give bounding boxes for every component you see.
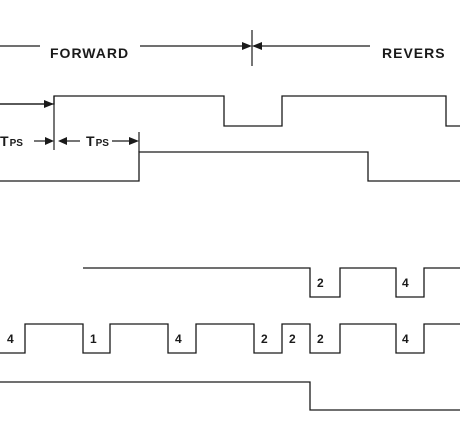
tps-label-1: TPS: [0, 133, 23, 149]
step-label-c-2: 1: [90, 332, 97, 346]
tps-label-2: TPS: [86, 133, 109, 149]
waveform-3-trace: [83, 267, 460, 298]
tps-label-1-sub: PS: [10, 138, 24, 149]
step-label-c-7: 4: [402, 332, 409, 346]
waveform-4: 4 1 4 2 2 2 4: [0, 323, 460, 354]
tps-arrow-lead-head: [44, 100, 54, 108]
waveform-1: [0, 95, 460, 150]
forward-arrowhead: [242, 42, 252, 50]
waveform-3: 2 4: [83, 267, 460, 298]
step-label-c-3: 4: [175, 332, 182, 346]
waveform-5-trace: [0, 381, 460, 411]
tps-label-2-sub: PS: [96, 138, 110, 149]
waveform-2-trace: [0, 151, 460, 182]
tps-arrow-2-head: [58, 137, 67, 145]
step-label-c-5: 2: [289, 332, 296, 346]
reverse-arrowhead: [252, 42, 262, 50]
step-label-c-1: 4: [7, 332, 14, 346]
tps-arrow-1-head: [45, 137, 54, 145]
step-label-c-6: 2: [317, 332, 324, 346]
tps-arrow-2-head-right: [129, 137, 139, 145]
waveform-1-trace: [0, 95, 460, 127]
step-label-b-2: 4: [402, 276, 409, 290]
direction-header: FORWARD REVERS: [0, 30, 446, 66]
tps-annotations: TPS TPS: [0, 132, 140, 152]
waveform-4-trace: [0, 323, 460, 354]
forward-label: FORWARD: [50, 45, 129, 61]
tps-label-1-main: T: [0, 133, 9, 149]
step-label-c-4: 2: [261, 332, 268, 346]
step-label-b-1: 2: [317, 276, 324, 290]
tps-label-2-main: T: [86, 133, 95, 149]
reverse-label: REVERS: [382, 45, 446, 61]
